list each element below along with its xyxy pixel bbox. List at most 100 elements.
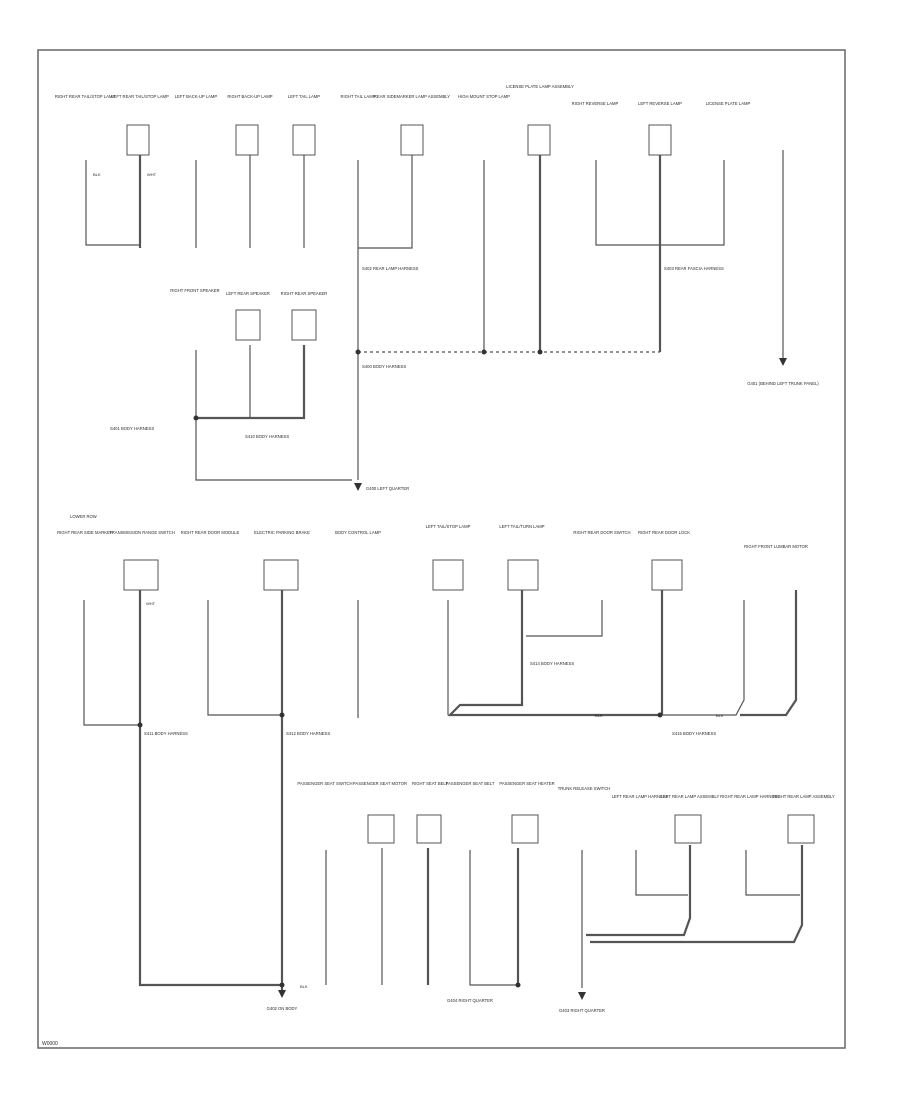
ground-note: G403 RIGHT QUARTER <box>559 1008 605 1013</box>
ground-wire <box>85 160 140 246</box>
splice-note: S401 BODY HARNESS <box>110 426 154 431</box>
connector <box>123 559 159 591</box>
component-label: LEFT REAR SPEAKER <box>226 291 270 296</box>
ground-wire <box>635 850 688 896</box>
connector <box>416 814 442 844</box>
connector <box>432 559 464 591</box>
component-label: LEFT REAR TAIL/STOP LAMP <box>111 94 169 99</box>
splice <box>137 722 143 728</box>
splice-note: S410 BODY HARNESS <box>245 434 289 439</box>
component-label: PASSENGER SEAT MOTOR <box>353 781 407 786</box>
component-label: RIGHT SEAT BELT <box>412 781 448 786</box>
component-label: TRUNK RELEASE SWITCH <box>558 786 611 791</box>
component-label: RIGHT FRONT SPEAKER <box>170 288 219 293</box>
wire-color-label: BLK <box>300 984 308 989</box>
splice-note: S400 BODY HARNESS <box>362 364 406 369</box>
footer-code: W0000 <box>42 1041 58 1047</box>
splice-note: S402 REAR LAMP HARNESS <box>362 266 419 271</box>
component-label: RIGHT TAIL LAMP <box>341 94 376 99</box>
component-label: LEFT TAIL LAMP <box>288 94 320 99</box>
component-label: REAR SIDEMARKER LAMP ASSEMBLY <box>374 94 450 99</box>
component-label: ELECTRIC PARKING BRAKE <box>254 530 310 535</box>
top-section: RIGHT REAR TAIL/STOP LAMP LEFT REAR TAIL… <box>55 84 819 491</box>
ground-wire <box>138 590 282 987</box>
component-label: PASSENGER SEAT SWITCH <box>297 781 352 786</box>
ground-note: G402 ON BODY <box>267 1006 298 1011</box>
connector <box>511 814 539 844</box>
ground-wire <box>590 845 804 944</box>
splice <box>481 349 487 355</box>
component-label: LICENSE PLATE LAMP <box>706 101 751 106</box>
connector <box>367 814 395 844</box>
wire-color-label: WHT <box>147 172 157 177</box>
component-label: PASSENGER SEAT HEATER <box>499 781 554 786</box>
connector <box>292 124 316 156</box>
ground-wire <box>358 155 413 249</box>
component-label: LEFT TAIL/STOP LAMP <box>426 524 471 529</box>
connector <box>787 814 815 844</box>
ground-wire <box>740 590 798 717</box>
splice <box>355 349 361 355</box>
splice-note: S411 BODY HARNESS <box>144 731 188 736</box>
wire-color-label: WHT <box>146 601 156 606</box>
component-label: RIGHT REAR SIDE MARKER <box>57 530 113 535</box>
wire-color-label: BLK <box>595 713 603 718</box>
diagram-border <box>37 49 846 1049</box>
splice-note: S412 BODY HARNESS <box>286 731 330 736</box>
ground-wire <box>195 350 352 481</box>
component-label: RIGHT REAR TAIL/STOP LAMP <box>55 94 116 99</box>
ground-wire <box>196 345 306 420</box>
splice-note: G404 RIGHT QUARTER <box>447 998 493 1003</box>
connector <box>263 559 299 591</box>
connector <box>235 309 261 341</box>
connector <box>235 124 259 156</box>
ground-note: G400 LEFT QUARTER <box>366 486 409 491</box>
component-label: LEFT BACK-UP LAMP <box>175 94 218 99</box>
ground-wire <box>447 590 660 717</box>
component-label: RIGHT BACK-UP LAMP <box>227 94 272 99</box>
ground-wire <box>586 845 692 937</box>
ground-wire <box>526 600 603 637</box>
component-label: RIGHT REAR DOOR LOCK <box>638 530 690 535</box>
ground-wire <box>469 850 518 986</box>
connector <box>651 559 683 591</box>
splice <box>279 712 285 718</box>
component-label: LEFT REAR LAMP HARNESS <box>612 794 669 799</box>
connector <box>126 124 150 156</box>
wire-color-label: BLK <box>93 172 101 177</box>
middle-section: LOWER ROW RIGHT REAR SIDE MARKER TRANSMI… <box>57 514 808 990</box>
connector <box>674 814 702 844</box>
splice-note: S403 REAR FASCIA HARNESS <box>664 266 724 271</box>
connector <box>507 559 539 591</box>
connector <box>291 309 317 341</box>
wire-color-labels: BLK WHT WHT BLK BLK BLK <box>93 172 724 989</box>
ground-symbol <box>779 358 787 366</box>
ground-wire <box>660 600 745 716</box>
ground-wire <box>207 600 282 716</box>
component-label: PASSENGER SEAT BELT <box>446 781 495 786</box>
splice <box>515 982 521 988</box>
ground-symbol <box>278 990 286 998</box>
component-label: RIGHT FRONT LUMBAR MOTOR <box>744 544 808 549</box>
splice <box>193 415 199 421</box>
component-label: RIGHT REAR DOOR MODULE <box>181 530 240 535</box>
ground-wire <box>745 850 800 896</box>
ground-note: G401 (BEHIND LEFT TRUNK PANEL) <box>747 381 819 386</box>
component-label: LEFT REAR LAMP ASSEMBLY <box>661 794 720 799</box>
component-label: RIGHT REAR LAMP ASSEMBLY <box>773 794 835 799</box>
connector <box>400 124 424 156</box>
component-label: TRANSMISSION RANGE SWITCH <box>109 530 175 535</box>
bottom-section: PASSENGER SEAT SWITCH PASSENGER SEAT MOT… <box>267 781 835 1013</box>
connector <box>527 124 551 156</box>
ground-symbol <box>578 992 586 1000</box>
ground-symbol <box>354 483 362 491</box>
component-label: LICENSE PLATE LAMP ASSEMBLY <box>506 84 574 89</box>
component-label: RIGHT REAR DOOR SWITCH <box>573 530 630 535</box>
splice-note: S415 BODY HARNESS <box>672 731 716 736</box>
wire-color-label: BLK <box>716 713 724 718</box>
component-label: HIGH MOUNT STOP LAMP <box>458 94 510 99</box>
splice <box>657 712 663 718</box>
splice <box>537 349 543 355</box>
component-label: BODY CONTROL LAMP <box>335 530 381 535</box>
